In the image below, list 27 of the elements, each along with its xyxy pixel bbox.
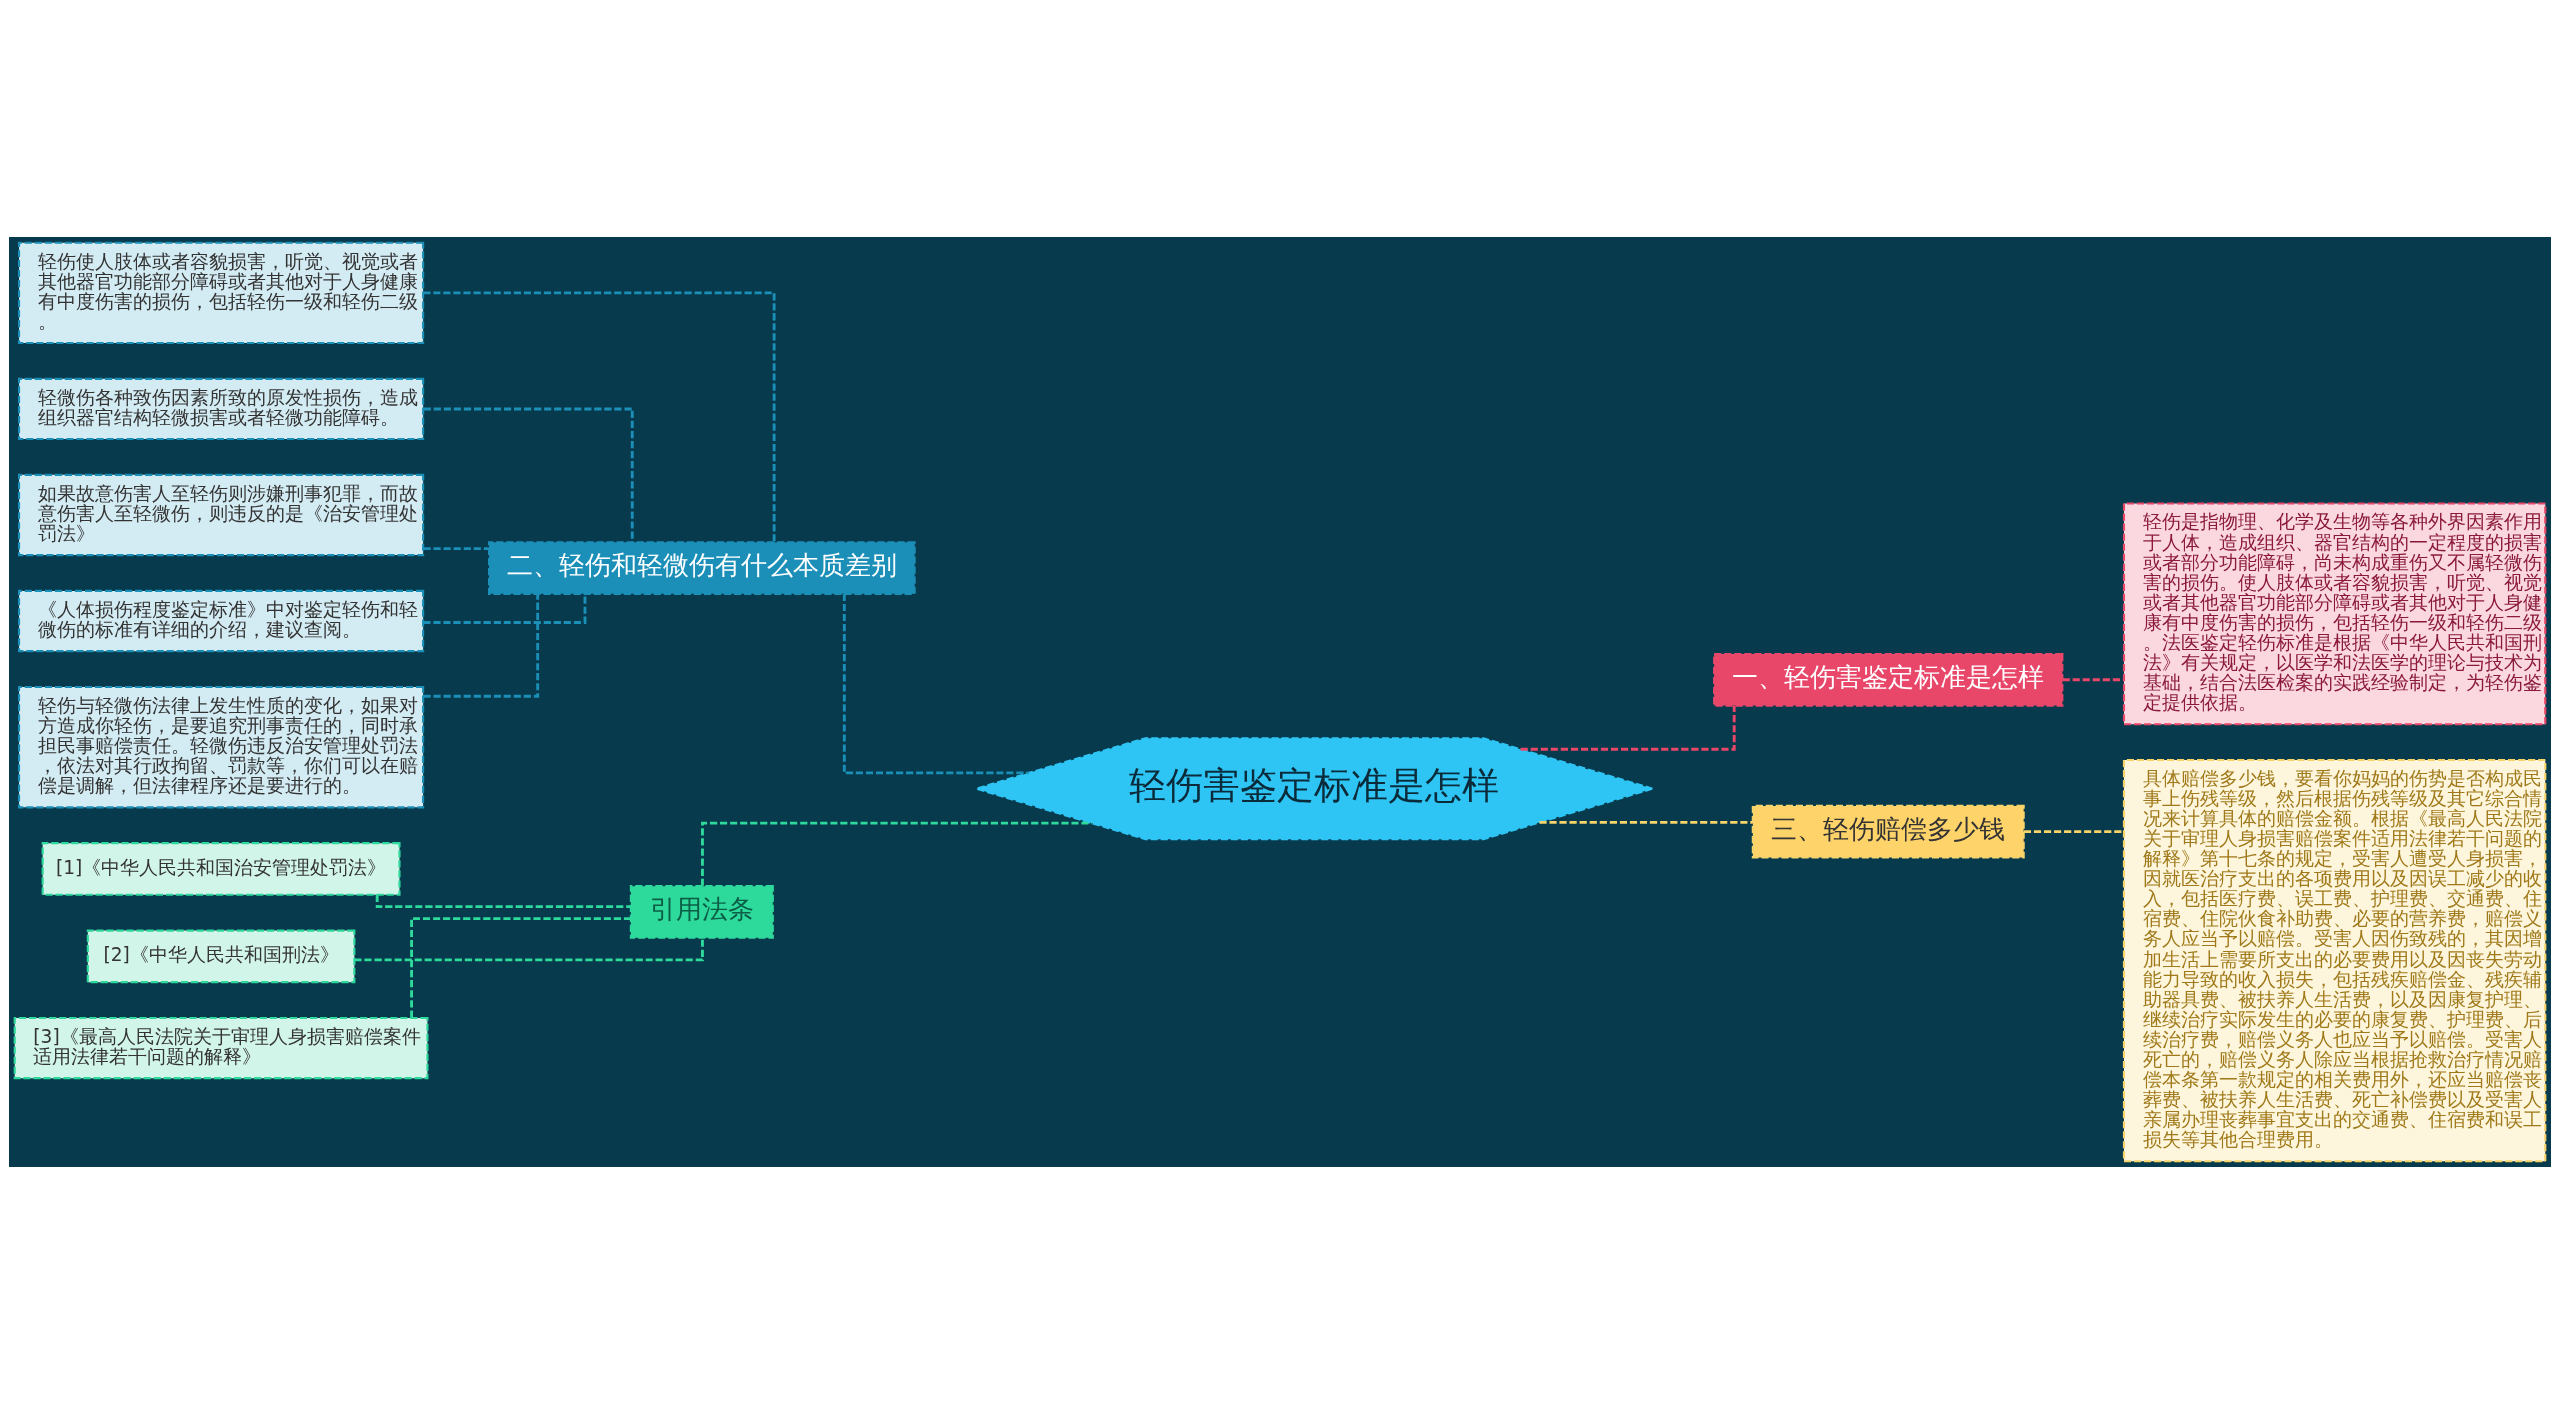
node-box: 轻伤是指物理、化学及生物等各种外界因素作用于人体，造成组织、器官结构的一定程度的损害或者部分功能障碍，尚未构成重伤又不属轻微伤害的损伤。使人肢体或者容貌损害，听觉、视觉或者其他器官功能部分障碍或者其他对于人身健康有中度伤害的损伤，包括轻伤一级和轻伤二级。法医鉴定轻伤标准是根据《中华人民共和国刑法》有关规定，以医学和法医学的理论与技术为基础，结合法医检案的实践经验制定，为轻伤鉴定提供依据。 — [2122, 502, 2547, 726]
node-box: 轻伤使人肢体或者容貌损害，听觉、视觉或者其他器官功能部分障碍或者其他对于人身健康有中度伤害的损伤，包括轻伤一级和轻伤二级。 — [17, 241, 425, 345]
connector — [423, 547, 489, 551]
connector — [1539, 821, 1753, 824]
connector — [842, 593, 1029, 775]
node-box: 二、轻伤和轻微伤有什么本质差别 — [487, 541, 916, 595]
connector — [2062, 678, 2124, 682]
connector — [410, 917, 631, 1018]
node-box: 轻伤与轻微伤法律上发生性质的变化，如果对方造成你轻伤，是要追究刑事责任的，同时承担民事赔偿责任。轻微伤违反治安管理处罚法，依法对其行政拘留、罚款等，你们可以在赔偿是调解，但法律程序还是要进行的。 — [17, 685, 425, 809]
node-box: 轻微伤各种致伤因素所致的原发性损伤，造成组织器官结构轻微损害或者轻微功能障碍。 — [17, 377, 425, 441]
node-box: 引用法条 — [629, 885, 774, 939]
connector — [2024, 830, 2124, 834]
node-box: [1]《中华人民共和国治安管理处罚法》 — [41, 842, 401, 896]
connector — [354, 938, 704, 962]
node-box: 具体赔偿多少钱，要看你妈妈的伤势是否构成民事上伤残等级，然后根据伤残等级及其它综合情况来计算具体的赔偿金额。根据《最高人民法院关于审理人身损害赔偿案件适用法律若干问题的解释》第十七条的规定，受害人遭受人身损害，因就医治疗支出的各项费用以及因误工减少的收入，包括医疗费、误工费、护理费、交通费、住宿费、住院伙食补助费、必要的营养费，赔偿义务人应当予以赔偿。受害人因伤致残的，其因增加生活上需要所支出的必要费用以及因丧失劳动能力导致的收入损失，包括残疾赔偿金、残疾辅助器具费、被扶养人生活费，以及因康复护理、继续治疗实际发生的必要的康复费、护理费、后续治疗费，赔偿义务人也应当予以赔偿。受害人死亡的，赔偿义务人除应当根据抢救治疗情况赔偿本条第一款规定的相关费用外，还应当赔偿丧葬费、被扶养人生活费、死亡补偿费以及受害人亲属办理丧葬事宜支出的交通费、住宿费和误工损失等其他合理费用。 — [2122, 758, 2547, 1163]
connector — [423, 593, 540, 698]
node-box: 如果故意伤害人至轻伤则涉嫌刑事犯罪，而故意伤害人至轻微伤，则违反的是《治安管理处罚法》 — [17, 473, 425, 557]
connector — [375, 894, 631, 909]
connector — [701, 821, 1092, 886]
node-box: 一、轻伤害鉴定标准是怎样 — [1713, 652, 2064, 707]
node-box: 三、轻伤赔偿多少钱 — [1751, 804, 2025, 859]
node-box: 《人体损伤程度鉴定标准》中对鉴定轻伤和轻微伤的标准有详细的介绍，建议查阅。 — [17, 589, 425, 653]
node-box: [2]《中华人民共和国刑法》 — [86, 929, 356, 984]
node-box: [3]《最高人民法院关于审理人身损害赔偿案件适用法律若干问题的解释》 — [13, 1016, 429, 1080]
connector — [423, 291, 776, 543]
connector — [1520, 705, 1736, 751]
connector — [423, 407, 634, 542]
